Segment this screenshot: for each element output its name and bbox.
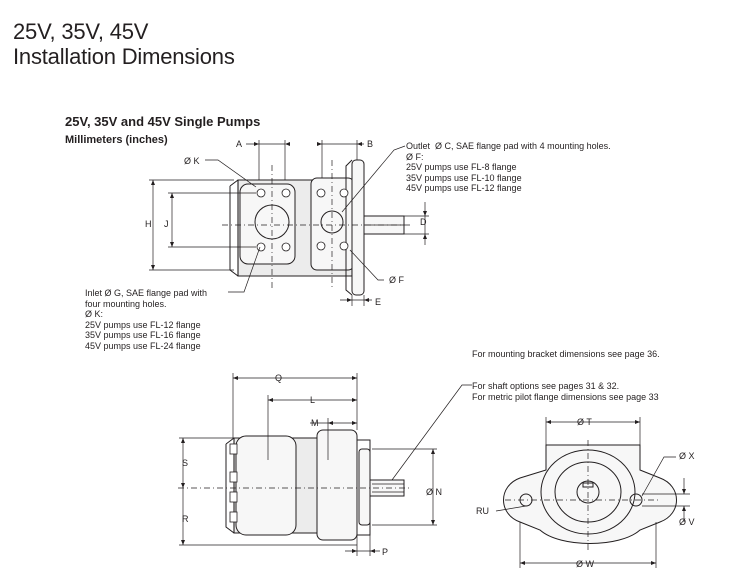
dim-label-s: S (182, 458, 189, 468)
dim-label-x: Ø X (679, 451, 695, 461)
dim-label-p: P (382, 547, 389, 557)
dim-label-l: L (310, 395, 316, 405)
dim-label-e: E (375, 297, 382, 307)
dim-label-b: B (367, 139, 374, 149)
dim-label-w: Ø W (576, 559, 594, 569)
page-title: Installation Dimensions (13, 44, 235, 69)
bottom-side-view (178, 373, 472, 556)
dim-label-m: M (311, 418, 319, 428)
outlet-note: Outlet Ø C, SAE flange pad with 4 mounti… (406, 141, 611, 194)
dim-label-a: A (236, 139, 243, 149)
units-caption: Millimeters (inches) (65, 134, 168, 146)
page-title-models: 25V, 35V, 45V (13, 19, 149, 44)
dim-label-t: Ø T (577, 417, 592, 427)
shaft-note: For shaft options see pages 31 & 32. For… (472, 381, 659, 402)
dim-label-d: D (420, 217, 427, 227)
dim-label-h: H (145, 219, 152, 229)
dim-label-r: R (182, 514, 189, 524)
dim-label-q: Q (275, 373, 283, 383)
inlet-note: Inlet Ø G, SAE flange pad with four moun… (85, 288, 208, 351)
dim-label-v: Ø V (679, 517, 695, 527)
dim-label-f: Ø F (389, 275, 404, 285)
dim-label-ru: RU (476, 506, 489, 516)
top-pump-view (149, 140, 429, 306)
dim-label-n: Ø N (426, 487, 443, 497)
bottom-end-view (495, 417, 690, 568)
dim-label-k: Ø K (184, 156, 200, 166)
section-title: 25V, 35V and 45V Single Pumps (65, 114, 261, 129)
bracket-note: For mounting bracket dimensions see page… (472, 349, 660, 359)
dim-label-j: J (164, 219, 169, 229)
